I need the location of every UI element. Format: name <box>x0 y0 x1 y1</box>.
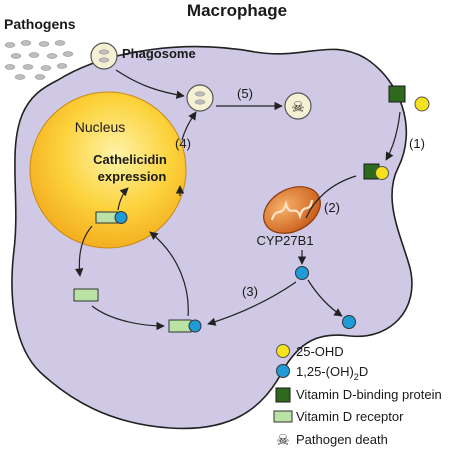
pathogen-death-icon: ☠ <box>284 92 312 120</box>
svg-text:☠: ☠ <box>291 99 304 116</box>
nucleus <box>29 91 187 249</box>
vdr-free <box>73 288 99 302</box>
legend-active-d-label: 1,25-(OH)2D <box>296 364 368 382</box>
legend-dbp-label: Vitamin D-binding protein <box>296 387 442 402</box>
dbp-outside <box>388 85 406 103</box>
cathelicidin-label-2: expression <box>98 169 167 184</box>
phagosome-membrane <box>90 42 118 70</box>
legend-skull-icon: ☠ <box>276 432 289 449</box>
legend-vdr-label: Vitamin D receptor <box>296 409 404 424</box>
step-5-label: (5) <box>237 86 253 101</box>
active-vitamin-d-exported <box>342 315 356 329</box>
arrow-step-1 <box>385 111 401 161</box>
active-vitamin-d <box>295 266 309 280</box>
legend-death-label: Pathogen death <box>296 432 388 447</box>
arrow-complex-to-nucleus <box>149 231 189 317</box>
phagosome-internal <box>186 84 214 112</box>
nucleus-label: Nucleus <box>75 119 126 135</box>
legend-active-d-symbol <box>276 364 290 378</box>
arrow-step-3 <box>207 281 297 326</box>
vdr-complex-cytoplasm <box>168 319 202 333</box>
legend: 25-OHD 1,25-(OH)2D Vitamin D-binding pro… <box>273 344 442 449</box>
cathelicidin-label-1: Cathelicidin <box>93 152 167 167</box>
cyp-label: CYP27B1 <box>256 233 313 248</box>
legend-ohd-symbol <box>276 344 290 358</box>
arrow-nucleus-to-phagosome <box>181 111 197 141</box>
step-1-label: (1) <box>409 136 425 151</box>
pathogens-cluster <box>4 40 74 80</box>
legend-dbp-symbol <box>275 387 291 403</box>
diagram-title: Macrophage <box>187 1 287 20</box>
ohd-membrane <box>375 166 389 180</box>
legend-vdr-symbol <box>273 410 293 423</box>
arrow-vdr-export <box>74 225 93 277</box>
legend-ohd-label: 25-OHD <box>296 344 344 359</box>
vdr-complex-nucleus <box>95 211 128 224</box>
step-2-label: (2) <box>324 200 340 215</box>
step-3-label: (3) <box>242 284 258 299</box>
arrow-vdr-to-cathelicidin <box>117 187 129 211</box>
arrow-active-d-out <box>307 279 343 317</box>
pathogens-label: Pathogens <box>4 16 76 32</box>
arrow-phagosome-in <box>115 69 185 99</box>
phagosome-label: Phagosome <box>122 46 196 61</box>
mitochondrion <box>263 186 321 234</box>
step-4-label: (4) <box>175 136 191 151</box>
arrow-vdr-to-complex <box>91 305 165 331</box>
ohd-outside <box>414 96 430 112</box>
arrow-step-2 <box>305 175 357 219</box>
